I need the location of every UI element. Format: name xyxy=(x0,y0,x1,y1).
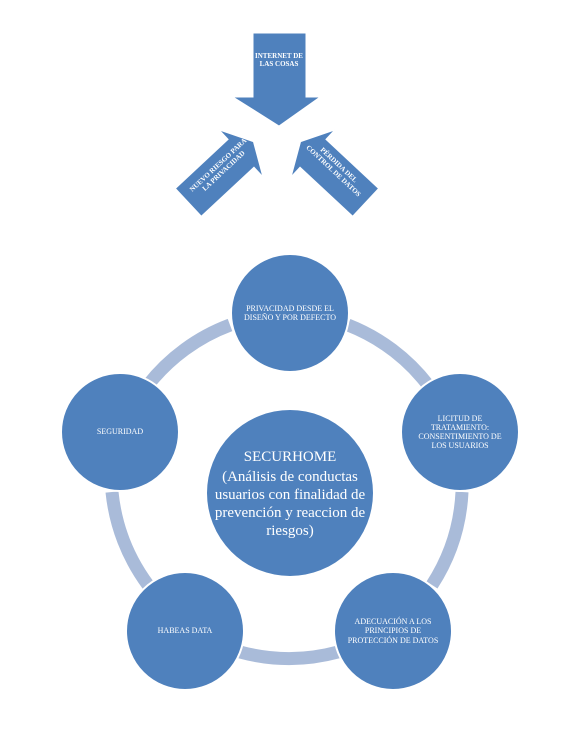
center-circle xyxy=(205,408,375,578)
ring-arc-5 xyxy=(142,318,233,390)
connector-ring xyxy=(105,318,469,665)
arrow-top-label: INTERNET DE LAS COSAS xyxy=(255,52,303,69)
ring-arc-1 xyxy=(345,318,434,390)
node-circle-privacidad xyxy=(230,253,350,373)
node-circle-licitud xyxy=(400,372,520,492)
arrow-left xyxy=(174,129,264,217)
arrow-left-group xyxy=(174,129,264,217)
node-circle-seguridad xyxy=(60,372,180,492)
node-circle-adecuacion xyxy=(333,571,453,691)
arrow-right-group xyxy=(290,129,380,217)
arrow-right xyxy=(290,129,380,217)
node-circle-habeas xyxy=(125,571,245,691)
ring-arc-3 xyxy=(238,645,340,665)
ring-arc-2 xyxy=(426,491,469,589)
arrow-top xyxy=(231,32,322,127)
ring-arc-4 xyxy=(105,491,154,589)
